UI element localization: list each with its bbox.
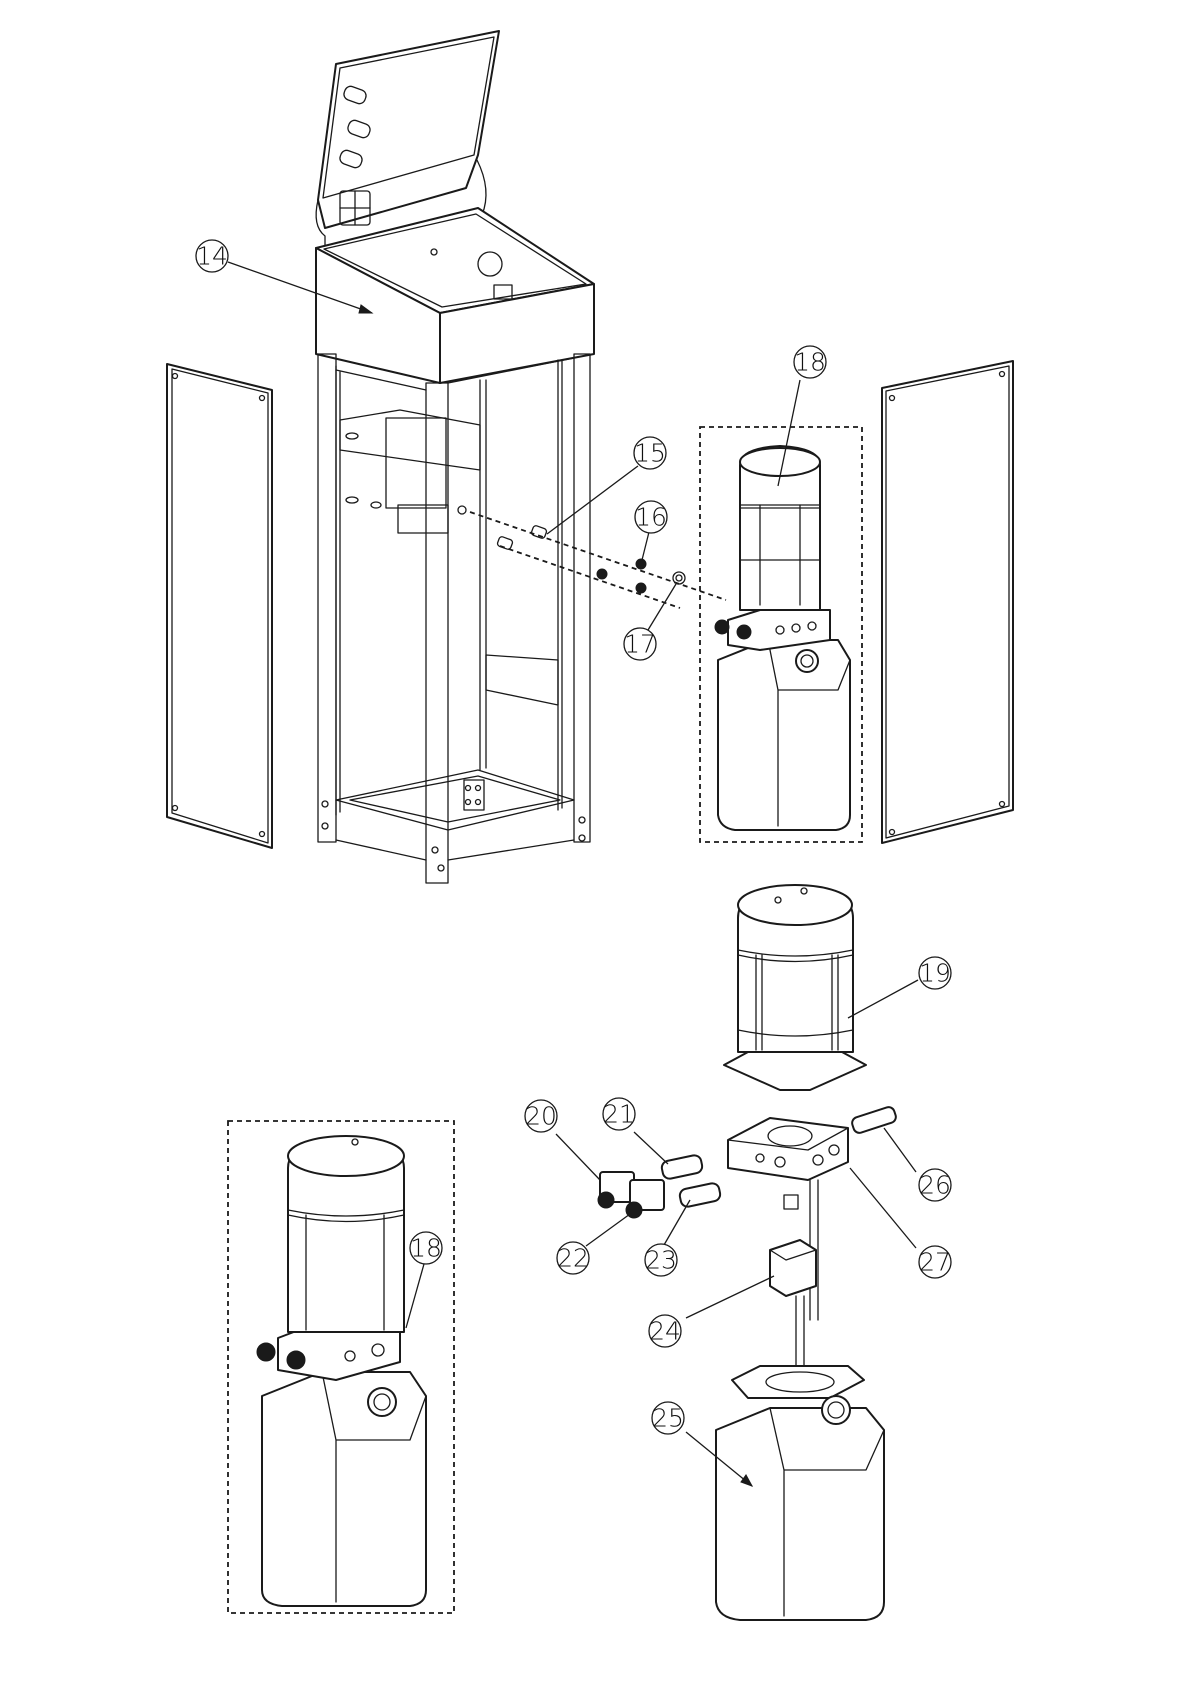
- callout-label-24: 24: [649, 1317, 681, 1346]
- callout-label-23: 23: [645, 1246, 677, 1275]
- callout-label-26: 26: [919, 1171, 951, 1200]
- callout-label-17: 17: [624, 630, 656, 659]
- callout-label-18-bottom: 18: [410, 1234, 442, 1263]
- callout-bubble-14: 14: [196, 240, 228, 272]
- callout-label-25: 25: [652, 1404, 684, 1433]
- callout-bubble-16: 16: [635, 501, 667, 533]
- callout-bubble-18-bottom: 18: [410, 1232, 442, 1264]
- callout-bubble-23: 23: [645, 1244, 677, 1276]
- callout-bubble-25: 25: [652, 1402, 684, 1434]
- callout-label-15: 15: [634, 439, 666, 468]
- callout-bubble-22: 22: [557, 1242, 589, 1274]
- fitting-21: [661, 1154, 704, 1180]
- solenoid-valves-20-22: [598, 1172, 664, 1218]
- callout-bubble-21: 21: [603, 1098, 635, 1130]
- callout-label-16: 16: [635, 503, 667, 532]
- electric-motor: [724, 885, 866, 1090]
- callout-label-21: 21: [603, 1100, 635, 1129]
- callout-bubble-18-top: 18: [794, 346, 826, 378]
- callout-bubble-24: 24: [649, 1315, 681, 1347]
- callout-bubble-19: 19: [919, 957, 951, 989]
- callout-bubble-26: 26: [919, 1169, 951, 1201]
- callout-bubble-15: 15: [634, 437, 666, 469]
- callout-label-18-top: 18: [794, 348, 826, 377]
- fitting-26: [851, 1106, 898, 1135]
- gear-pump: [770, 1180, 818, 1320]
- callout-bubble-17: 17: [624, 628, 656, 660]
- callout-label-14: 14: [196, 242, 228, 271]
- callout-label-19: 19: [919, 959, 951, 988]
- callout-bubble-20: 20: [525, 1100, 557, 1132]
- power-unit-assembly-bottom: [228, 1121, 454, 1613]
- valve-block: [728, 1118, 848, 1209]
- right-side-panel: [882, 361, 1013, 843]
- fitting-23: [679, 1182, 722, 1208]
- callout-bubble-27: 27: [919, 1246, 951, 1278]
- callout-label-27: 27: [919, 1248, 951, 1277]
- power-unit-assembly-top: [700, 427, 862, 842]
- oil-tank: [716, 1366, 884, 1620]
- left-side-panel: [167, 364, 272, 848]
- callout-label-20: 20: [525, 1102, 557, 1131]
- fastener-set: [470, 512, 726, 608]
- callout-label-22: 22: [557, 1244, 589, 1273]
- control-cabinet: [316, 31, 594, 883]
